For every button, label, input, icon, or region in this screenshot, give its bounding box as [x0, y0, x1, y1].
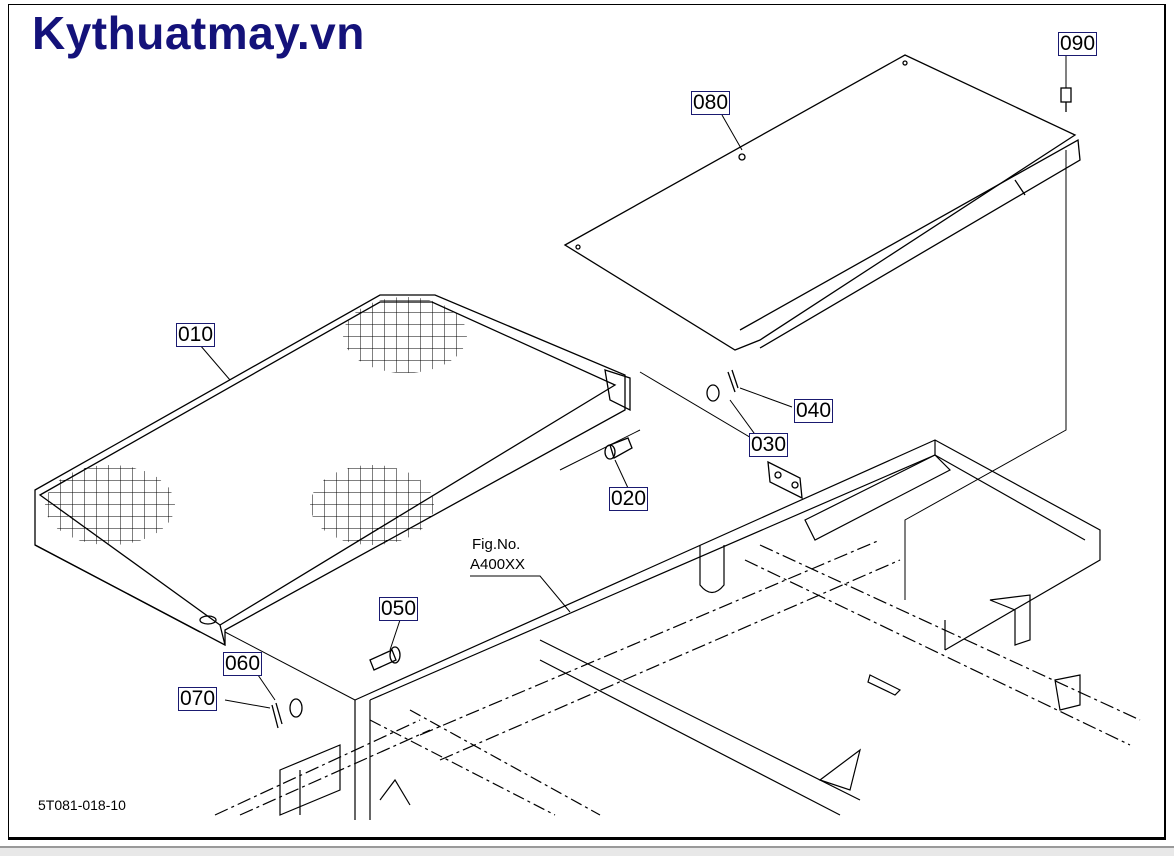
bottom-scrollbar[interactable]	[0, 846, 1174, 856]
part-label-090[interactable]: 090	[1058, 32, 1098, 56]
part-label-040[interactable]: 040	[794, 399, 834, 423]
washer-cotter-040	[706, 369, 739, 402]
tray-panel-010	[34, 294, 631, 647]
drawing-number: 5T081-018-10	[38, 797, 126, 813]
part-label-020[interactable]: 020	[609, 487, 649, 511]
figure-reference-line1: Fig.No.	[472, 536, 521, 553]
leader-lines	[199, 55, 1067, 709]
figure-reference-line2[interactable]: A400XX	[470, 556, 526, 573]
chassis-frame	[214, 439, 1141, 820]
bolt-090	[904, 87, 1072, 600]
part-label-030[interactable]: 030	[749, 433, 789, 457]
part-label-060[interactable]: 060	[223, 652, 263, 676]
pin-050	[369, 646, 401, 671]
part-label-050[interactable]: 050	[379, 597, 419, 621]
bracket-030	[767, 460, 803, 500]
cover-plate-080	[563, 54, 1081, 351]
washer-cotter-060-070	[271, 698, 303, 729]
part-label-010[interactable]: 010	[176, 323, 216, 347]
brand-watermark: Kythuatmay.vn	[32, 7, 365, 59]
drawing-frame	[8, 4, 1166, 840]
part-label-080[interactable]: 080	[691, 91, 731, 115]
part-label-070[interactable]: 070	[178, 687, 218, 711]
